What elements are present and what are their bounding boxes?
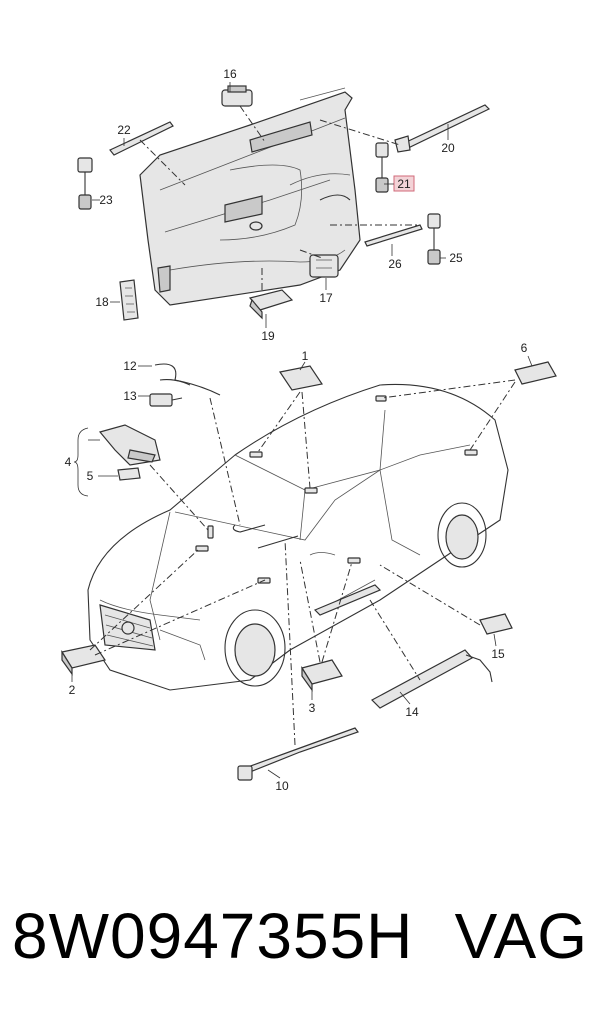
callout-15: 15 [491,647,505,661]
lamp-6 [381,361,557,451]
brand-label: VAG [454,900,588,972]
part-number: 8W0947355H [12,900,414,972]
callout-labels: 16 22 20 21 23 26 25 17 18 19 12 1 6 13 … [65,67,533,793]
connector-13 [149,393,183,407]
light-strip-20 [319,104,491,153]
callout-12: 12 [123,359,137,373]
callout-22: 22 [117,123,131,137]
callout-4: 4 [65,455,72,469]
callout-14: 14 [405,705,419,719]
light-strip-10 [237,539,359,781]
lamp-4 [98,424,209,531]
callout-6: 6 [521,341,528,355]
car-body [87,383,509,691]
lamp-19 [248,268,294,320]
lamp-17 [299,249,339,278]
callout-16: 16 [223,67,237,81]
switch-16 [221,85,266,143]
callout-20: 20 [441,141,455,155]
callout-5: 5 [87,469,94,483]
callout-21: 21 [397,177,411,191]
callout-17: 17 [319,291,333,305]
callout-10: 10 [275,779,289,793]
connector-23 [77,157,100,210]
callout-highlight-box [393,175,415,192]
callout-18: 18 [95,295,109,309]
lamp-2 [61,547,266,676]
connector-25 [427,213,441,265]
light-strip-22 [109,121,186,186]
connector-21 [375,142,389,193]
callout-25: 25 [449,251,463,265]
lens-5 [117,467,141,481]
light-strip-26 [330,224,423,247]
callout-13: 13 [123,389,137,403]
lamp-1 [257,365,323,489]
callout-26: 26 [388,257,402,271]
callout-2: 2 [69,683,76,697]
sill-strip-14 [369,599,493,709]
lamp-15 [379,564,513,635]
callout-3: 3 [309,701,316,715]
lamp-3 [299,559,353,692]
car-lamp-markers [195,395,478,616]
callout-1: 1 [302,349,309,363]
callout-19: 19 [261,329,275,343]
cable-12 [154,363,241,526]
callout-23: 23 [99,193,113,207]
parts-diagram: 16 22 20 21 23 26 25 17 18 19 12 1 6 13 … [61,67,557,793]
lamp-18 [119,279,139,321]
